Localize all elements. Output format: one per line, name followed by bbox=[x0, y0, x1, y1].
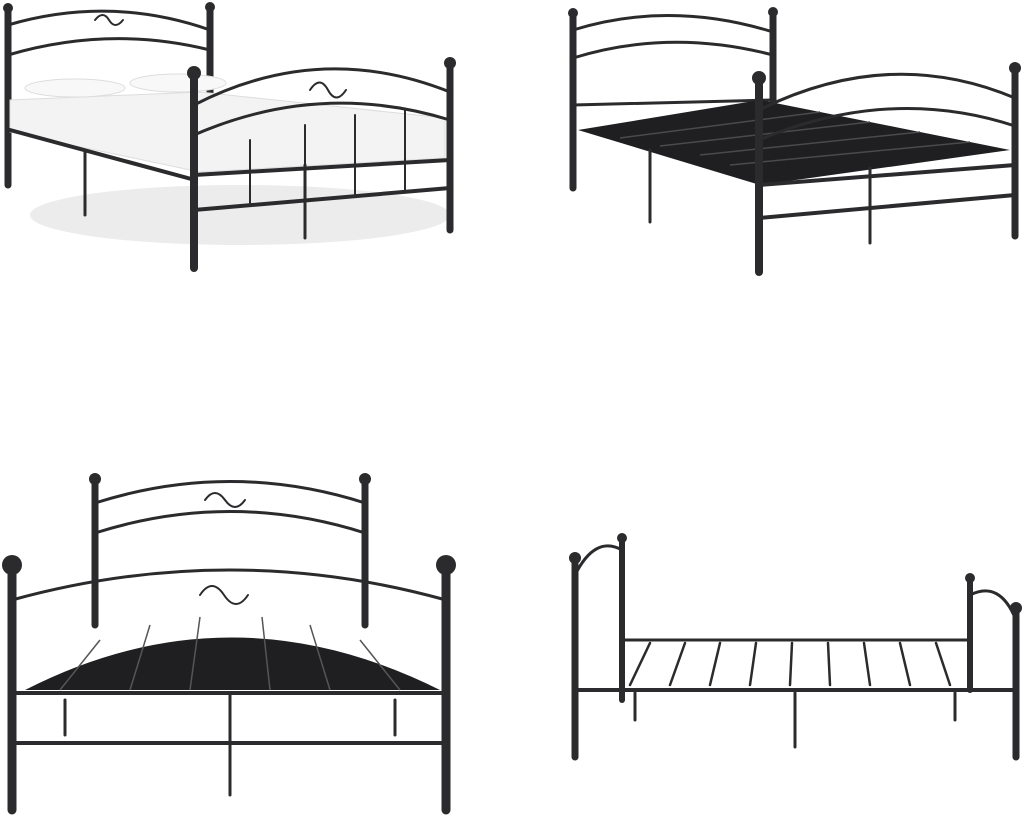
product-image-bed-frame-front[interactable] bbox=[0, 465, 470, 816]
product-image-bed-with-mattress[interactable] bbox=[0, 0, 470, 280]
product-image-bed-frame-side[interactable] bbox=[560, 525, 1024, 775]
product-image-bed-frame-slats[interactable] bbox=[560, 0, 1024, 280]
